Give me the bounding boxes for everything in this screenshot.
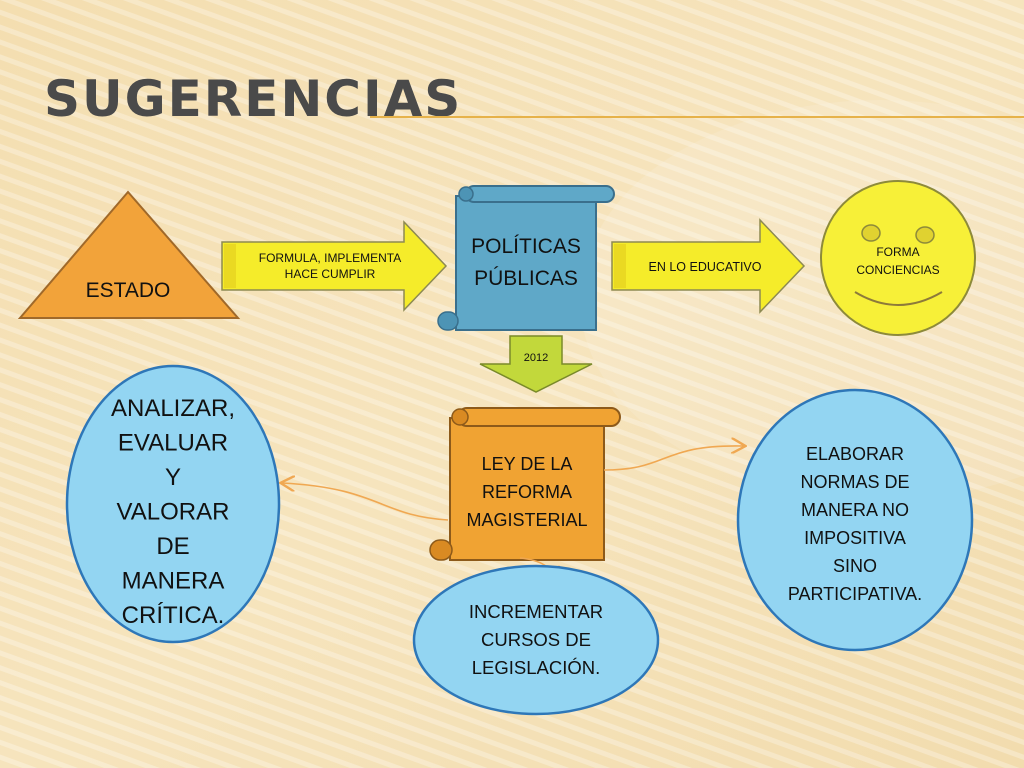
elaborar-line: NORMAS DE (800, 472, 909, 492)
elaborar-line: MANERA NO (801, 500, 909, 520)
politicas-line1: POLÍTICAS (471, 235, 581, 258)
analizar-line: EVALUAR (118, 430, 228, 457)
estado-triangle: ESTADO (17, 190, 241, 319)
incrementar-line: LEGISLACIÓN. (472, 657, 601, 678)
ley-reforma-scroll: LEY DE LA REFORMA MAGISTERIAL (429, 407, 621, 561)
analizar-line: CRÍTICA. (122, 602, 225, 629)
year-label: 2012 (524, 352, 548, 364)
politicas-line2: PÚBLICAS (474, 267, 578, 290)
incrementar-ellipse: INCREMENTAR CURSOS DE LEGISLACIÓN. (412, 564, 660, 716)
smiley-left-eye (861, 224, 881, 242)
elaborar-line: SINO (833, 556, 877, 576)
smiley-face: FORMA CONCIENCIAS (820, 180, 976, 336)
ley-line1: LEY DE LA (482, 454, 573, 474)
connector-to-right-ellipse (603, 446, 744, 471)
formula-arrow: FORMULA, IMPLEMENTA HACE CUMPLIR (221, 220, 448, 312)
slide-title: SUGERENCIAS (44, 70, 463, 128)
analizar-line: DE (156, 533, 189, 560)
analizar-line: ANALIZAR, (111, 395, 235, 422)
analizar-line: MANERA (122, 568, 225, 595)
smiley-line1: FORMA (876, 245, 919, 259)
title-underline (370, 116, 1024, 118)
elaborar-ellipse: ELABORAR NORMAS DE MANERA NO IMPOSITIVA SINO… (736, 388, 974, 652)
elaborar-line: IMPOSITIVA (804, 528, 906, 548)
analizar-line: Y (165, 464, 181, 491)
politicas-publicas-scroll: POLÍTICAS PÚBLICAS (437, 185, 615, 331)
elaborar-line: PARTICIPATIVA. (788, 584, 922, 604)
elaborar-line: ELABORAR (806, 444, 904, 464)
smiley-line2: CONCIENCIAS (856, 263, 939, 277)
smiley-right-eye (915, 226, 935, 244)
estado-label: ESTADO (86, 279, 171, 302)
smiley-mouth (854, 291, 943, 306)
educativo-arrow-label: EN LO EDUCATIVO (649, 260, 762, 274)
incrementar-line: INCREMENTAR (469, 601, 603, 622)
connector-to-left-ellipse (282, 483, 449, 521)
formula-arrow-line2: HACE CUMPLIR (285, 267, 376, 281)
ley-line2: REFORMA (482, 482, 572, 502)
analizar-line: VALORAR (117, 499, 230, 526)
formula-arrow-line1: FORMULA, IMPLEMENTA (259, 251, 401, 265)
year-down-arrow: 2012 (479, 335, 593, 393)
educativo-arrow: EN LO EDUCATIVO (611, 218, 806, 314)
incrementar-line: CURSOS DE (481, 629, 591, 650)
analizar-ellipse: ANALIZAR, EVALUAR Y VALORAR DE MANERA CRÍTICA. (65, 364, 281, 644)
ley-line3: MAGISTERIAL (466, 510, 587, 530)
